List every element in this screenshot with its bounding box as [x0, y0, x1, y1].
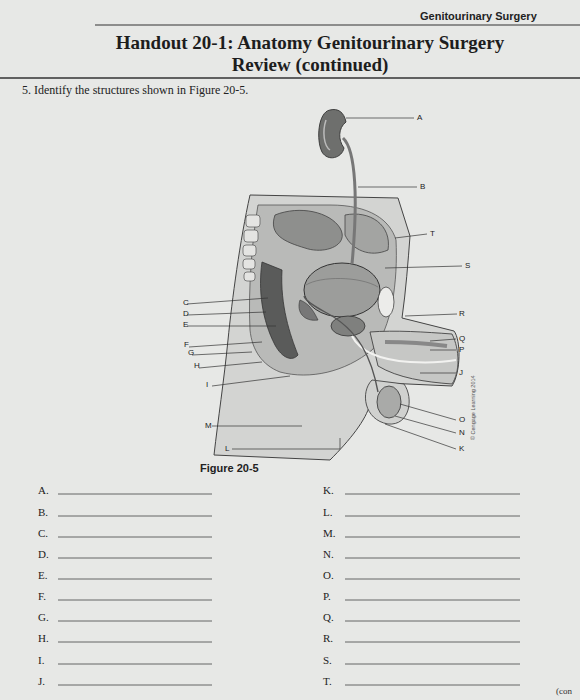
- testis: [377, 386, 401, 418]
- answer-letter: I.: [38, 654, 44, 667]
- callout-letter: K: [459, 444, 464, 453]
- callout-letter: Q: [459, 334, 465, 343]
- callout-letter: T: [430, 229, 435, 238]
- intestine: [345, 214, 388, 253]
- callout-letter: R: [459, 309, 465, 318]
- answer-letter: M.: [323, 527, 336, 540]
- callout-letter: P: [459, 345, 464, 354]
- answer-letter: B.: [38, 506, 48, 519]
- answer-letter: D.: [38, 548, 49, 561]
- callout-letter: F: [184, 340, 189, 349]
- answer-letter: J.: [38, 675, 45, 688]
- answer-letter: O.: [323, 569, 334, 582]
- answer-letter: T.: [323, 675, 332, 688]
- callout-letter: D: [183, 309, 189, 318]
- callout-letter: E: [183, 320, 188, 329]
- renal-pelvis: [324, 120, 330, 150]
- vas-deferens: [304, 296, 378, 392]
- seminal-vesicle: [299, 300, 318, 320]
- callout-letter: N: [459, 428, 465, 437]
- body-outline: [214, 195, 459, 460]
- continued-note: (con: [556, 686, 572, 696]
- callout-letter: C: [183, 298, 189, 307]
- bladder-fold: [306, 278, 378, 287]
- callout-letter: M: [205, 421, 212, 430]
- callout-letter: H: [194, 361, 200, 370]
- answer-lines: [58, 494, 520, 685]
- callout-letter: B: [420, 182, 425, 191]
- intestine: [273, 210, 342, 250]
- title-rule: [0, 77, 580, 78]
- answer-letter: P.: [323, 590, 331, 603]
- answer-letter: N.: [323, 548, 334, 561]
- callout-letter: J: [459, 368, 463, 377]
- callout-letter: G: [188, 348, 194, 357]
- bladder: [304, 263, 380, 317]
- answer-letter: F.: [38, 590, 46, 603]
- answer-letter: A.: [38, 484, 49, 497]
- callout-letter: I: [206, 380, 208, 389]
- kidney: [319, 110, 346, 158]
- answer-letter: G.: [38, 611, 49, 624]
- callout-letter: A: [417, 113, 422, 122]
- copyright-note: © Cengage Learning 2014: [470, 375, 476, 440]
- answer-letter: L.: [323, 506, 332, 519]
- answer-letter: R.: [323, 632, 333, 645]
- answer-letter: H.: [38, 632, 49, 645]
- answer-letter: Q.: [323, 611, 334, 624]
- answer-letter: E.: [38, 569, 47, 582]
- ureter: [343, 138, 355, 264]
- page-header: Genitourinary Surgery: [420, 10, 537, 23]
- scrotum: [365, 380, 409, 424]
- callout-letter: S: [465, 261, 470, 270]
- rectum: [261, 262, 298, 358]
- leader-lines: [187, 118, 462, 449]
- answer-letter: K.: [323, 484, 334, 497]
- answer-letter: C.: [38, 527, 48, 540]
- figure-caption: Figure 20-5: [200, 462, 259, 475]
- pubic-bone: [378, 287, 394, 317]
- callout-letter: O: [459, 415, 465, 424]
- corpus: [385, 342, 447, 346]
- question-text: 5. Identify the structures shown in Figu…: [22, 84, 248, 98]
- callout-letter: L: [225, 444, 229, 453]
- header-rule: [95, 25, 580, 26]
- handout-title: Handout 20-1: Anatomy Genitourinary Surg…: [100, 32, 520, 76]
- answer-letter: S.: [323, 654, 332, 667]
- sacrum: [243, 215, 260, 281]
